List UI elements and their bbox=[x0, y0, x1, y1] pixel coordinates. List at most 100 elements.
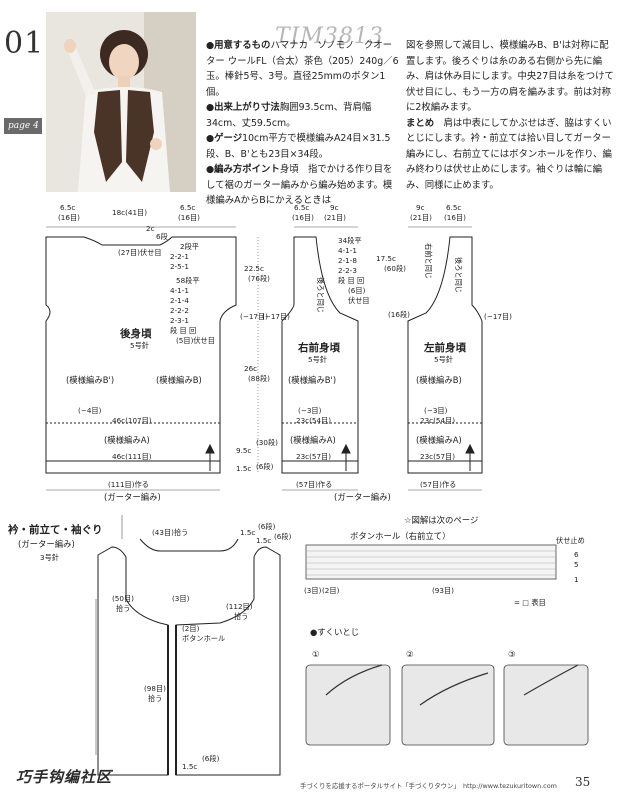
svg-text:(16目): (16目) bbox=[292, 213, 314, 222]
svg-text:(6段): (6段) bbox=[256, 462, 274, 471]
svg-text:1.5c: 1.5c bbox=[256, 536, 271, 545]
svg-text:23c(54目): 23c(54目) bbox=[296, 416, 331, 425]
materials-paragraph: ●用意するものハマナカ ソノモノ クオーター ウールFL（合太）茶色（205）2… bbox=[206, 40, 399, 98]
svg-text:(16段): (16段) bbox=[388, 310, 410, 319]
svg-text:(ガーター編み): (ガーター編み) bbox=[104, 492, 161, 502]
sukui-illustrations bbox=[305, 664, 589, 746]
svg-text:3号針: 3号針 bbox=[40, 553, 59, 562]
svg-text:23c(57目): 23c(57目) bbox=[420, 452, 455, 461]
svg-text:46c(111目): 46c(111目) bbox=[112, 452, 152, 461]
collar-right-outline bbox=[175, 546, 281, 776]
svg-text:(模様編みB'): (模様編みB') bbox=[66, 375, 114, 385]
footer-page-number: 35 bbox=[575, 775, 591, 789]
back-title: 後身頃 bbox=[119, 327, 152, 340]
site-logo: 巧手钩编社区 bbox=[16, 768, 113, 786]
back-top-left-stitches: (16目) bbox=[58, 213, 80, 222]
method-continued-paragraph: 図を参照して減目し、模様編みB、B'は対称に配置します。後ろぐりは糸のある右側か… bbox=[406, 40, 614, 113]
svg-text:23c(54目): 23c(54目) bbox=[420, 416, 455, 425]
svg-text:(21目): (21目) bbox=[410, 213, 432, 222]
svg-text:5号針: 5号針 bbox=[434, 355, 453, 364]
svg-text:2-5-1: 2-5-1 bbox=[170, 262, 189, 271]
svg-text:(111目)作る: (111目)作る bbox=[108, 480, 149, 489]
svg-text:1.5c: 1.5c bbox=[236, 464, 251, 473]
svg-text:(2目): (2目) bbox=[322, 586, 340, 595]
svg-text:(模様編みA): (模様編みA) bbox=[290, 435, 336, 445]
svg-text:(6段): (6段) bbox=[258, 522, 276, 531]
svg-text:段 目 回: 段 目 回 bbox=[170, 326, 196, 335]
svg-text:2-1-4: 2-1-4 bbox=[170, 296, 189, 305]
svg-text:(−4目): (−4目) bbox=[78, 406, 102, 415]
svg-text:(98目): (98目) bbox=[144, 684, 166, 693]
instructions-column-1: ●用意するものハマナカ ソノモノ クオーター ウールFL（合太）茶色（205）2… bbox=[206, 38, 399, 209]
svg-text:(ガーター編み): (ガーター編み) bbox=[18, 539, 75, 549]
method-paragraph: ●編み方ポイント身頃 指でかける作り目をして裾のガーター編みから編み始めます。模… bbox=[206, 164, 393, 206]
svg-text:後ろと同じ: 後ろと同じ bbox=[454, 257, 463, 293]
back-top-left-width: 6.5c bbox=[60, 203, 75, 212]
back-needle: 5号針 bbox=[130, 341, 149, 350]
svg-text:23c(57目): 23c(57目) bbox=[296, 452, 331, 461]
svg-text:17.5c: 17.5c bbox=[376, 254, 396, 263]
size-paragraph: ●出来上がり寸法胸囲93.5cm、背肩幅34cm、丈59.5cm。 bbox=[206, 102, 372, 129]
svg-text:5号針: 5号針 bbox=[308, 355, 327, 364]
svg-text:(3目): (3目) bbox=[172, 594, 190, 603]
page-number: 01 bbox=[4, 26, 45, 61]
model-photo-illustration bbox=[46, 12, 196, 192]
svg-text:4-1-1: 4-1-1 bbox=[170, 286, 189, 295]
back-side-stitches: (−17目) bbox=[240, 312, 268, 321]
svg-text:2-2-1: 2-2-1 bbox=[170, 252, 189, 261]
svg-text:(43目)拾う: (43目)拾う bbox=[152, 528, 188, 537]
left-front-title: 左前身頃 bbox=[423, 341, 466, 354]
buttonhole-chart-grid bbox=[305, 544, 557, 580]
svg-text:58段平: 58段平 bbox=[176, 276, 200, 285]
right-front-outline bbox=[281, 236, 359, 474]
svg-text:(112目): (112目) bbox=[226, 602, 253, 611]
chart-note: ☆図解は次のページ bbox=[404, 515, 478, 525]
svg-text:(57目)作る: (57目)作る bbox=[420, 480, 456, 489]
svg-text:9c: 9c bbox=[330, 203, 339, 212]
svg-text:(88段): (88段) bbox=[248, 374, 270, 383]
svg-text:(模様編みA): (模様編みA) bbox=[104, 435, 150, 445]
svg-text:(模様編みB): (模様編みB) bbox=[156, 375, 202, 385]
svg-text:(6目): (6目) bbox=[348, 286, 366, 295]
chart-title: ボタンホール（右前立て） bbox=[350, 531, 451, 541]
svg-text:(−3目): (−3目) bbox=[298, 406, 322, 415]
svg-text:(3目): (3目) bbox=[304, 586, 322, 595]
svg-text:(−3目): (−3目) bbox=[424, 406, 448, 415]
svg-text:(−17目): (−17目) bbox=[484, 312, 512, 321]
svg-text:(76段): (76段) bbox=[248, 274, 270, 283]
svg-text:伏せ止め: 伏せ止め bbox=[556, 536, 585, 545]
left-front-outline bbox=[407, 236, 483, 474]
svg-text:(模様編みA): (模様編みA) bbox=[416, 435, 462, 445]
back-bind-off: (27目)伏せ目 bbox=[118, 248, 162, 257]
svg-text:1.5c: 1.5c bbox=[240, 528, 255, 537]
svg-text:拾う: 拾う bbox=[234, 612, 248, 621]
right-front-title: 右前身頃 bbox=[297, 341, 340, 354]
svg-text:2-1-8: 2-1-8 bbox=[338, 256, 357, 265]
svg-text:ボタンホール: ボタンホール bbox=[182, 634, 225, 643]
svg-text:(6段): (6段) bbox=[202, 754, 220, 763]
back-neck-rows: 6段 bbox=[156, 232, 168, 241]
svg-text:9.5c: 9.5c bbox=[236, 446, 251, 455]
svg-text:(模様編みB): (模様編みB) bbox=[416, 375, 462, 385]
collar-left-outline bbox=[97, 546, 169, 776]
svg-text:4-1-1: 4-1-1 bbox=[338, 246, 357, 255]
svg-text:右前と同じ: 右前と同じ bbox=[424, 243, 433, 279]
instructions-column-2: 図を参照して減目し、模様編みB、B'は対称に配置します。後ろぐりは糸のある右側か… bbox=[406, 38, 616, 193]
footer-text: 手づくりを応援するポータルサイト「手づくりタウン」 http://www.tez… bbox=[300, 782, 557, 790]
svg-text:(93目): (93目) bbox=[432, 586, 454, 595]
collar-title: 衿・前立て・袖ぐり bbox=[8, 523, 103, 536]
svg-text:9c: 9c bbox=[416, 203, 425, 212]
svg-text:(57目)作る: (57目)作る bbox=[296, 480, 332, 489]
svg-text:6.5c: 6.5c bbox=[294, 203, 309, 212]
back-top-right-stitches: (16目) bbox=[178, 213, 200, 222]
svg-text:②: ② bbox=[406, 649, 414, 659]
svg-text:(60段): (60段) bbox=[384, 264, 406, 273]
svg-text:伏せ目: 伏せ目 bbox=[348, 296, 370, 305]
svg-text:①: ① bbox=[312, 649, 320, 659]
svg-text:(−17目): (−17目) bbox=[262, 312, 290, 321]
svg-text:46c(107目): 46c(107目) bbox=[112, 416, 152, 425]
svg-text:(2目): (2目) bbox=[182, 624, 200, 633]
page-tab: page 4 bbox=[4, 118, 42, 134]
svg-text:(21目): (21目) bbox=[324, 213, 346, 222]
svg-text:(5目)伏せ目: (5目)伏せ目 bbox=[176, 336, 215, 345]
